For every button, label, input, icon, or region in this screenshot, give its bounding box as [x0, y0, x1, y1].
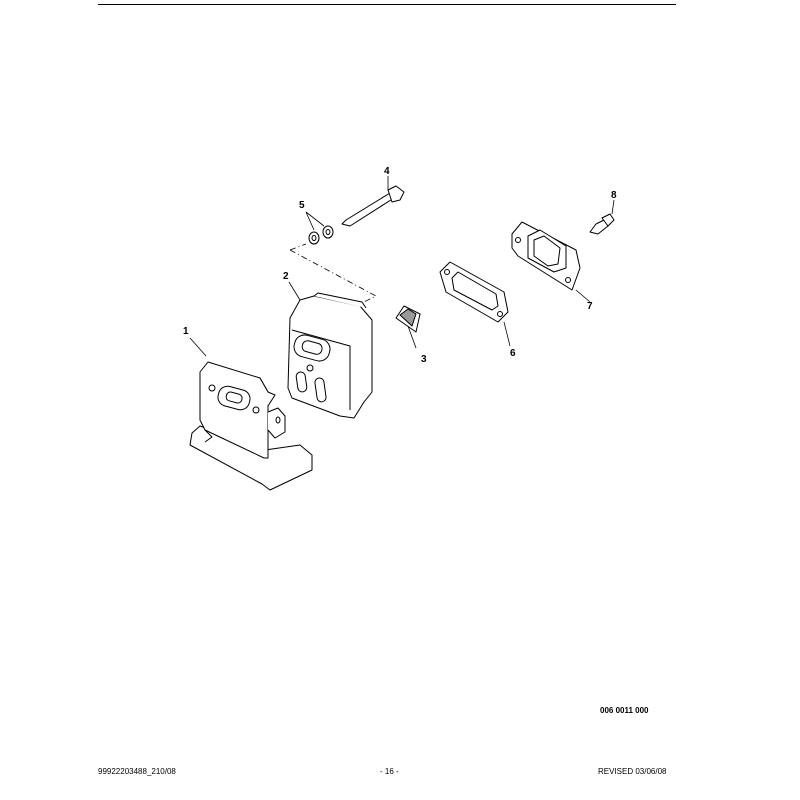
- top-rule: [98, 4, 676, 5]
- leader-2: [288, 281, 301, 301]
- callout-5: 5: [299, 200, 305, 211]
- leader-8: [611, 199, 615, 215]
- callout-8: 8: [611, 190, 617, 201]
- callout-1: 1: [183, 326, 189, 337]
- callout-3: 3: [421, 354, 427, 365]
- part-4-bolt: [341, 185, 405, 227]
- part-8-screw: [589, 213, 615, 235]
- leader-1: [189, 337, 207, 357]
- part-3-screen: [395, 305, 421, 333]
- part-6-gasket: [439, 261, 509, 323]
- leader-6: [503, 321, 511, 347]
- callout-4: 4: [384, 166, 390, 177]
- callout-2: 2: [283, 271, 289, 282]
- leader-3: [407, 325, 417, 349]
- figure-code: 006 0011 000: [600, 706, 649, 715]
- leader-7: [575, 289, 591, 303]
- footer-page-number: - 16 -: [380, 767, 399, 776]
- part-1-heat-shield: [189, 361, 313, 491]
- part-7-plate: [511, 221, 581, 291]
- footer-document-number: 99922203488_210/08: [98, 767, 176, 776]
- callout-6: 6: [510, 348, 516, 359]
- part-2-muffler: [287, 292, 373, 419]
- callout-7: 7: [587, 301, 593, 312]
- leader-5: [305, 211, 325, 231]
- part-5-washers: [308, 225, 334, 245]
- assembly-line: [289, 243, 377, 303]
- footer-revision-date: REVISED 03/06/08: [598, 767, 667, 776]
